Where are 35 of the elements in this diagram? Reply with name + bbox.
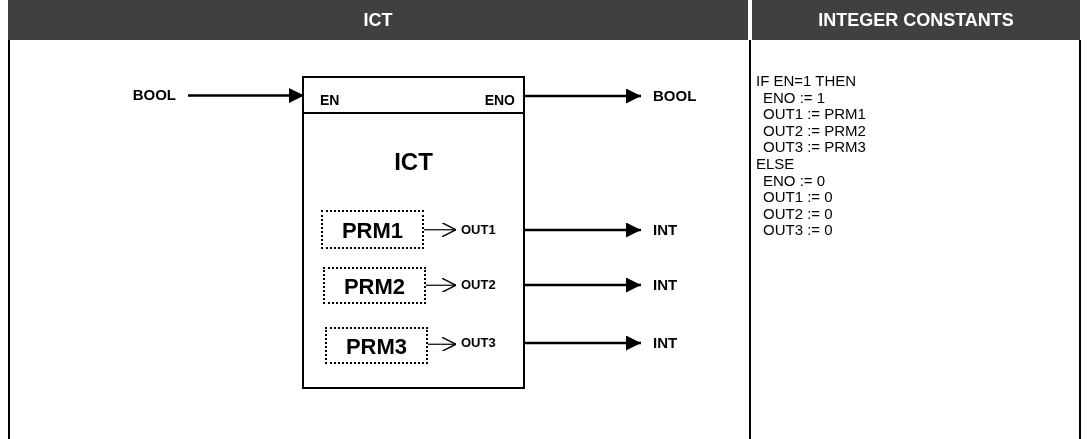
arrow: [423, 221, 457, 238]
output-pin-label: ENO: [440, 80, 523, 112]
arrow: [523, 222, 641, 238]
arrow: [523, 335, 641, 351]
code-line: ELSE: [756, 155, 795, 172]
code-line: IF EN=1 THEN: [756, 72, 857, 89]
column-header: INTEGER CONSTANTS: [752, 0, 1080, 40]
data-type-label: INT: [641, 217, 701, 243]
code-line: OUT3 := PRM3: [763, 138, 866, 156]
code-line: OUT1 := 0: [763, 188, 833, 206]
arrow: [427, 336, 457, 353]
output-pin-label: OUT2: [456, 273, 523, 297]
function-block: [302, 76, 525, 389]
arrow: [425, 277, 457, 294]
column-header: ICT: [8, 0, 748, 40]
arrow: [523, 277, 641, 293]
data-type-label: BOOL: [100, 82, 188, 108]
data-type-label: INT: [641, 272, 701, 298]
code-line: OUT2 := PRM2: [763, 121, 866, 139]
parameter-box: PRM3: [325, 327, 428, 364]
parameter-box: PRM1: [321, 210, 424, 249]
parameter-box: PRM2: [323, 267, 426, 304]
input-pin-label: EN: [304, 80, 384, 112]
output-pin-label: OUT3: [456, 331, 523, 355]
output-pin-label: OUT1: [456, 218, 523, 242]
data-type-label: INT: [641, 330, 701, 356]
data-type-label: BOOL: [641, 83, 721, 109]
code-line: ENO := 1: [763, 88, 826, 106]
code-line: ENO := 0: [763, 171, 826, 189]
arrow: [188, 88, 304, 103]
code-line: OUT2 := 0: [763, 204, 833, 222]
arrow: [523, 88, 641, 104]
block-title: ICT: [393, 148, 434, 176]
code-line: OUT3 := 0: [763, 221, 833, 239]
code-line: OUT1 := PRM1: [763, 105, 866, 123]
